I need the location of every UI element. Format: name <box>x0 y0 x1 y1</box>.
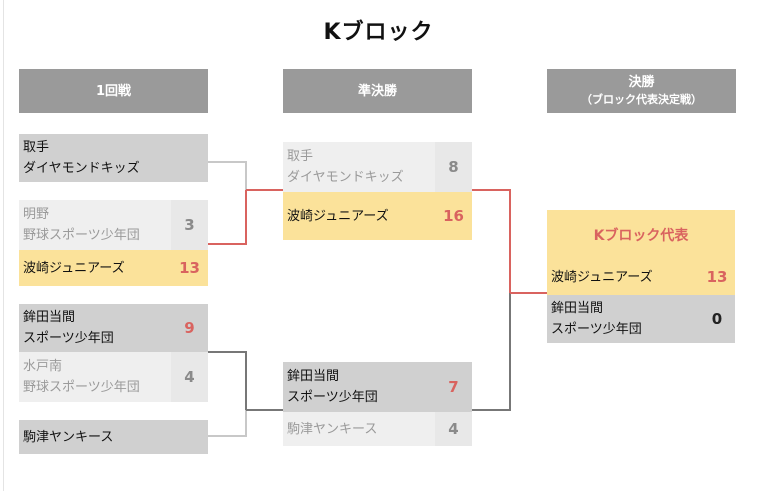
r1-team-mitominami: 水戸南 野球スポーツ少年団 <box>19 352 171 402</box>
r1-score-mitominami: 4 <box>171 352 208 402</box>
r1-score-hokota: 9 <box>171 304 208 352</box>
header-semifinal-label: 準決勝 <box>357 83 397 99</box>
block-representative-label: Kブロック代表 <box>547 210 735 259</box>
sf-team-komazu: 駒津ヤンキース <box>283 412 435 446</box>
r1-score-akeno: 3 <box>171 200 208 250</box>
line-semi-b <box>472 293 511 411</box>
sf-team-toride: 取手 ダイヤモンドキッズ <box>283 142 435 192</box>
sf-score-komazu: 4 <box>435 412 472 446</box>
r1-team-akeno: 明野 野球スポーツ少年団 <box>19 200 171 250</box>
line-r1-m1 <box>208 161 247 190</box>
line-r1-m4 <box>208 410 247 437</box>
r1-score-hasaki: 13 <box>171 250 208 286</box>
header-round1: 1回戦 <box>19 69 208 113</box>
final-team-hasaki: 波崎ジュニアーズ <box>547 259 699 295</box>
line-semi-a <box>472 189 511 293</box>
sf-score-hokota: 7 <box>435 362 472 412</box>
block-title: Kブロック <box>323 20 434 45</box>
line-r1-m3 <box>208 351 247 410</box>
header-final: 決勝 （ブロック代表決定戦） <box>547 69 736 113</box>
sf-team-hasaki: 波崎ジュニアーズ <box>283 192 435 240</box>
final-score-hasaki: 13 <box>699 259 735 295</box>
final-score-hokota: 0 <box>699 295 735 343</box>
r1-team-hokota: 鉾田当間 スポーツ少年団 <box>19 304 171 352</box>
r1-team-toride: 取手 ダイヤモンドキッズ <box>19 134 171 182</box>
sf-score-toride: 8 <box>435 142 472 192</box>
r1-team-hasaki: 波崎ジュニアーズ <box>19 250 171 286</box>
r1-team-komazu: 駒津ヤンキース <box>19 420 171 454</box>
sf-team-hokota: 鉾田当間 スポーツ少年団 <box>283 362 435 412</box>
header-round1-label: 1回戦 <box>95 83 132 99</box>
r1-score-komazu <box>171 420 208 454</box>
final-team-hokota: 鉾田当間 スポーツ少年団 <box>547 295 699 343</box>
header-semifinal: 準決勝 <box>283 69 472 113</box>
line-r1-m2 <box>208 190 247 245</box>
r1-score-toride <box>171 134 208 182</box>
left-border <box>3 0 4 491</box>
header-final-sublabel: （ブロック代表決定戦） <box>581 93 702 106</box>
header-final-label: 決勝 <box>628 75 655 90</box>
sf-score-hasaki: 16 <box>435 192 472 240</box>
